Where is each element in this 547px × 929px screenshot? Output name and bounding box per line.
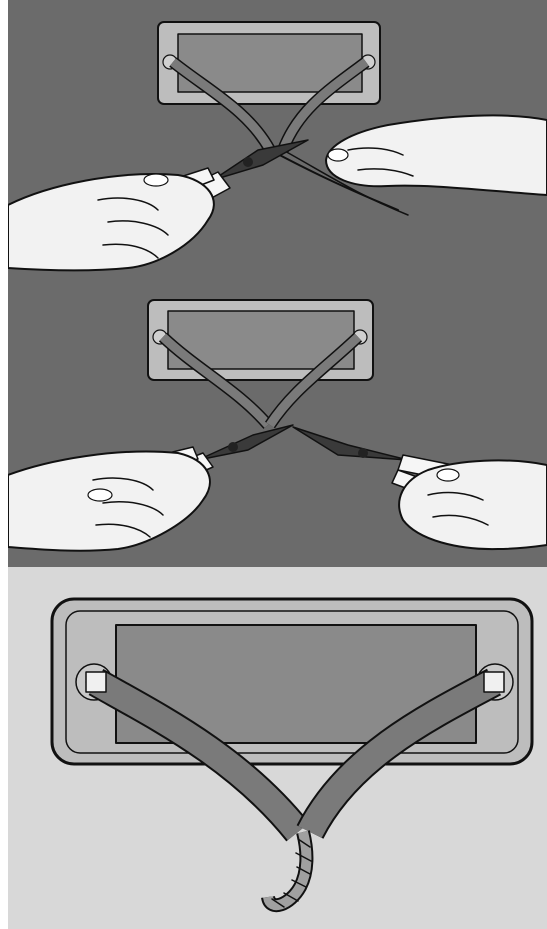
step-3-illustration [8,567,547,929]
step-3-panel [8,567,547,929]
step-2-illustration [8,275,547,567]
mounting-box [158,22,380,104]
right-hand [399,460,547,549]
step-1-panel [8,0,547,275]
mounting-box [148,300,373,380]
step-1-illustration [8,0,547,275]
step-2-panel [8,275,547,567]
